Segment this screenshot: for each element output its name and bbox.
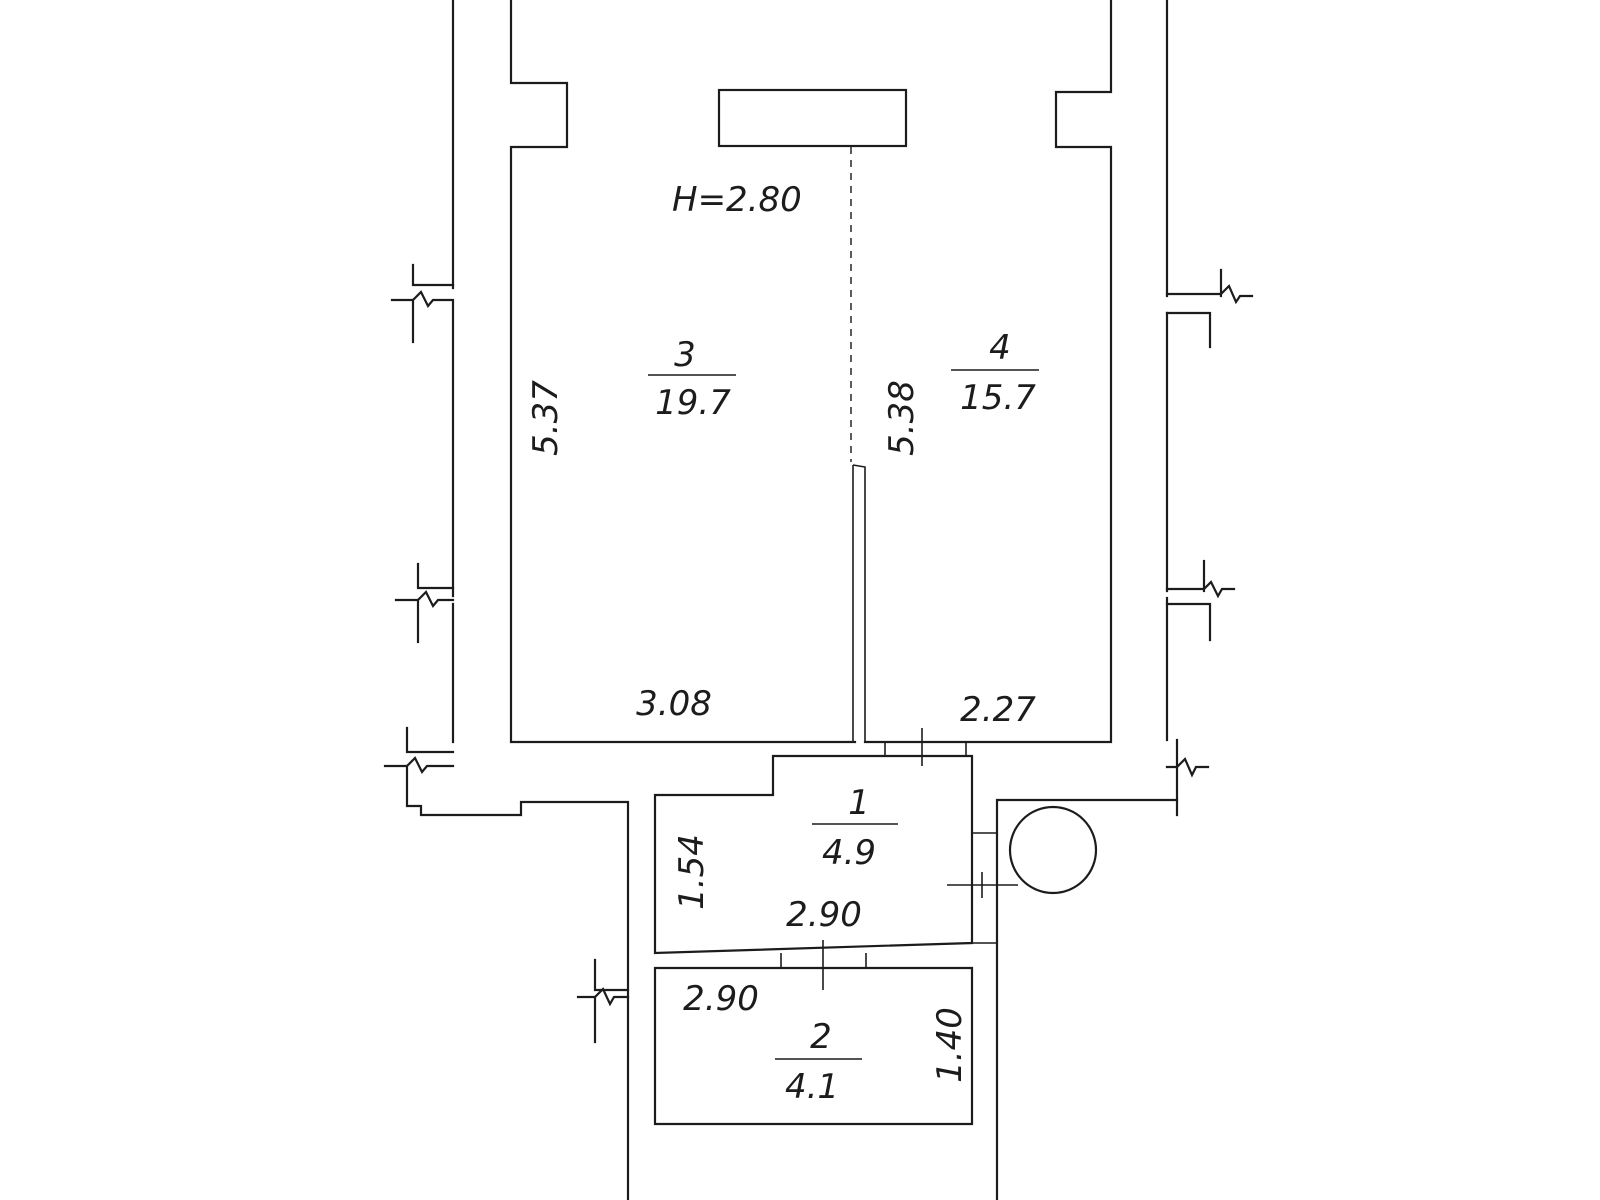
corridor-break [576, 958, 630, 1044]
riser-circle [1008, 805, 1098, 895]
room-3-number: 3 [674, 335, 696, 375]
room-4-width-dim: 2.27 [960, 690, 1036, 730]
room-2-number: 2 [810, 1017, 832, 1057]
room-1-walls [653, 728, 1098, 955]
rooms-3-4-walls [509, 0, 1113, 744]
room-divider-wall [852, 464, 866, 742]
room-4-area: 15.7 [960, 378, 1036, 418]
left-outer-wall [383, 0, 455, 774]
room-1-height-dim: 1.54 [672, 834, 712, 910]
room-2-walls [653, 940, 974, 1126]
room-1-width-dim: 2.90 [786, 895, 862, 935]
room-4-number: 4 [989, 328, 1011, 368]
room-3-height-dim: 5.37 [526, 380, 566, 456]
room-4-height-dim: 5.38 [882, 380, 922, 456]
room-1-number: 1 [848, 783, 870, 823]
area-fraction-lines [648, 369, 1039, 1060]
window-element [717, 88, 908, 148]
ceiling-height-label: H=2.80 [672, 180, 802, 220]
room-2-height-dim: 1.40 [930, 1007, 970, 1083]
room-2-width-dim: 2.90 [683, 979, 759, 1019]
room-3-width-dim: 3.08 [636, 684, 712, 724]
left-lower-wall [405, 764, 630, 1200]
right-lower-wall [995, 798, 1179, 1200]
room-2-area: 4.1 [785, 1067, 839, 1107]
room-1-area: 4.9 [822, 833, 876, 873]
room-3-area: 19.7 [655, 383, 731, 423]
right-outer-wall [1165, 0, 1254, 817]
